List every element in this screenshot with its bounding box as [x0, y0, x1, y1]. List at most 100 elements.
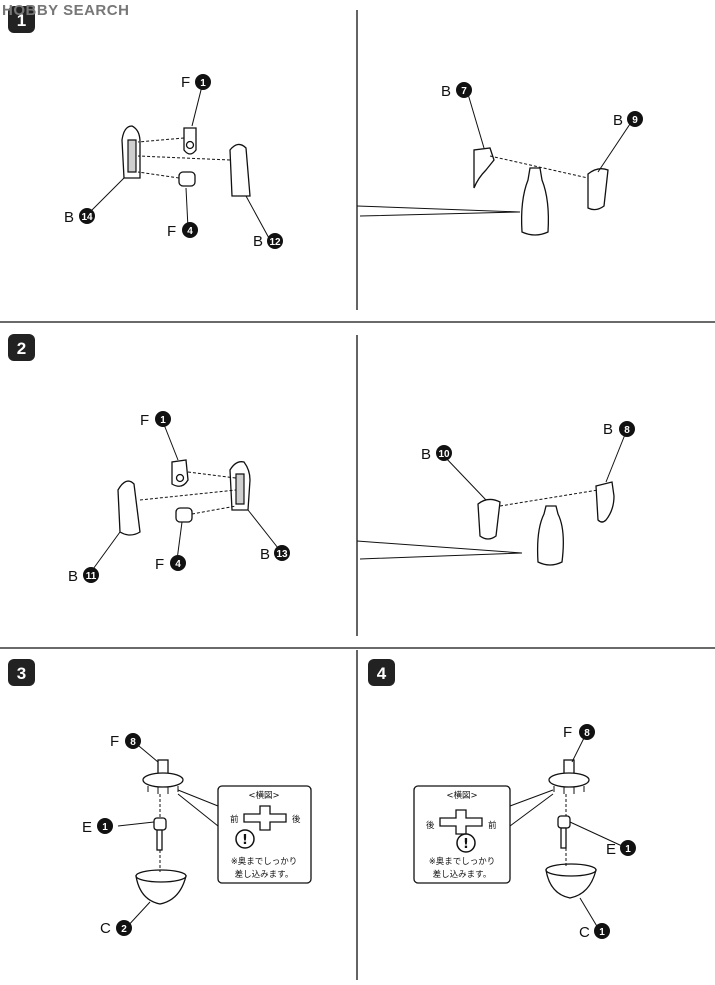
- svg-text:7: 7: [461, 86, 467, 97]
- label-f4-step2: F 4: [155, 555, 186, 573]
- part-b11: [117, 480, 141, 536]
- note-front: 前: [488, 820, 497, 831]
- step4-assembly: <横図> 後 前 ! ※奥までしっかり 差し込みます。: [413, 735, 623, 929]
- note-line-2: 差し込みます。: [433, 869, 492, 880]
- svg-text:B: B: [68, 568, 78, 585]
- svg-text:1: 1: [599, 927, 605, 938]
- step-badge-4: 4: [368, 659, 395, 686]
- label-f8-step3: F 8: [110, 733, 141, 750]
- svg-text:F: F: [563, 724, 572, 741]
- label-f4-step1: F 4: [167, 222, 198, 240]
- note-back: 後: [426, 820, 435, 831]
- svg-text:B: B: [441, 83, 451, 100]
- note-title: <横図>: [248, 790, 279, 801]
- label-f1-step2: F 1: [140, 411, 171, 429]
- svg-text:10: 10: [438, 449, 450, 460]
- label-b12: B 12: [253, 233, 283, 250]
- part-e1-step4: [557, 815, 571, 829]
- note-title: <横図>: [446, 790, 477, 801]
- svg-text:1: 1: [625, 844, 631, 855]
- part-b10: [477, 498, 501, 540]
- step1-right-assembly: [356, 93, 631, 236]
- svg-text:B: B: [253, 233, 263, 250]
- svg-text:B: B: [603, 421, 613, 438]
- watermark: HOBBY SEARCH: [2, 2, 130, 19]
- svg-text:9: 9: [632, 115, 638, 126]
- svg-text:4: 4: [377, 664, 387, 683]
- label-e1-step4: E 1: [606, 840, 636, 858]
- step2-left-assembly: [87, 421, 279, 577]
- note-back: 後: [292, 814, 301, 825]
- step2-right-assembly: [356, 431, 627, 566]
- part-b9: [587, 168, 609, 211]
- part-head-step2: [536, 505, 564, 566]
- svg-text:C: C: [100, 920, 111, 937]
- svg-text:E: E: [82, 819, 92, 836]
- part-b12: [229, 143, 251, 197]
- part-b7: [473, 147, 495, 189]
- warning-icon: [456, 833, 476, 853]
- label-b13: B 13: [260, 545, 290, 563]
- svg-text:F: F: [167, 223, 176, 240]
- svg-text:B: B: [64, 209, 74, 226]
- label-b7: B 7: [441, 82, 472, 100]
- step1-left-assembly: [87, 85, 271, 241]
- label-c1: C 1: [579, 923, 610, 941]
- label-c2: C 2: [100, 920, 132, 937]
- warning-icon: [235, 829, 255, 849]
- part-f4-step2: [175, 507, 193, 523]
- svg-text:8: 8: [584, 728, 590, 739]
- note-line-1: ※奥までしっかり: [231, 856, 298, 867]
- part-f8-step3: [142, 772, 184, 788]
- part-f8-step4: [548, 772, 590, 788]
- svg-text:2: 2: [121, 924, 127, 935]
- svg-text:!: !: [463, 837, 469, 852]
- svg-text:14: 14: [81, 212, 93, 223]
- label-b8: B 8: [603, 421, 635, 438]
- label-b11: B 11: [68, 567, 99, 585]
- svg-text:F: F: [110, 733, 119, 750]
- label-b9: B 9: [613, 111, 643, 129]
- label-b10: B 10: [421, 445, 452, 463]
- svg-text:B: B: [421, 446, 431, 463]
- svg-text:4: 4: [175, 559, 181, 570]
- note-line-2: 差し込みます。: [235, 869, 294, 880]
- svg-text:!: !: [242, 833, 248, 848]
- label-f1-step1: F 1: [181, 74, 211, 91]
- svg-text:E: E: [606, 841, 616, 858]
- step-badge-2: 2: [8, 334, 35, 361]
- part-e1-step3: [153, 817, 167, 831]
- part-f1-step2: [171, 459, 189, 487]
- step-badge-3: 3: [8, 659, 35, 686]
- svg-text:2: 2: [17, 339, 26, 358]
- svg-text:1: 1: [200, 78, 206, 89]
- svg-text:12: 12: [269, 237, 281, 248]
- svg-text:1: 1: [160, 415, 166, 426]
- part-b8: [595, 481, 615, 523]
- svg-text:11: 11: [86, 571, 97, 582]
- step3-assembly: <横図> 前 後 ! ※奥までしっかり 差し込みます。: [117, 740, 312, 929]
- label-f8-step4: F 8: [563, 724, 595, 741]
- svg-text:C: C: [579, 924, 590, 941]
- note-box-step4: [413, 785, 511, 884]
- svg-text:8: 8: [624, 425, 630, 436]
- part-head: [520, 167, 550, 236]
- svg-text:1: 1: [17, 11, 26, 30]
- svg-text:4: 4: [187, 226, 193, 237]
- step-badge-1: 1: [8, 6, 35, 33]
- svg-text:B: B: [260, 546, 270, 563]
- svg-text:3: 3: [17, 664, 26, 683]
- label-b14: B 14: [64, 208, 95, 226]
- svg-text:13: 13: [276, 549, 288, 560]
- note-front: 前: [230, 814, 239, 825]
- label-e1-step3: E 1: [82, 818, 113, 836]
- part-f4: [178, 171, 196, 187]
- svg-text:F: F: [181, 74, 190, 91]
- svg-text:F: F: [155, 556, 164, 573]
- svg-text:B: B: [613, 112, 623, 129]
- svg-text:8: 8: [130, 737, 136, 748]
- note-line-1: ※奥までしっかり: [429, 856, 496, 867]
- note-box-step3: [217, 785, 312, 884]
- svg-text:1: 1: [102, 822, 108, 833]
